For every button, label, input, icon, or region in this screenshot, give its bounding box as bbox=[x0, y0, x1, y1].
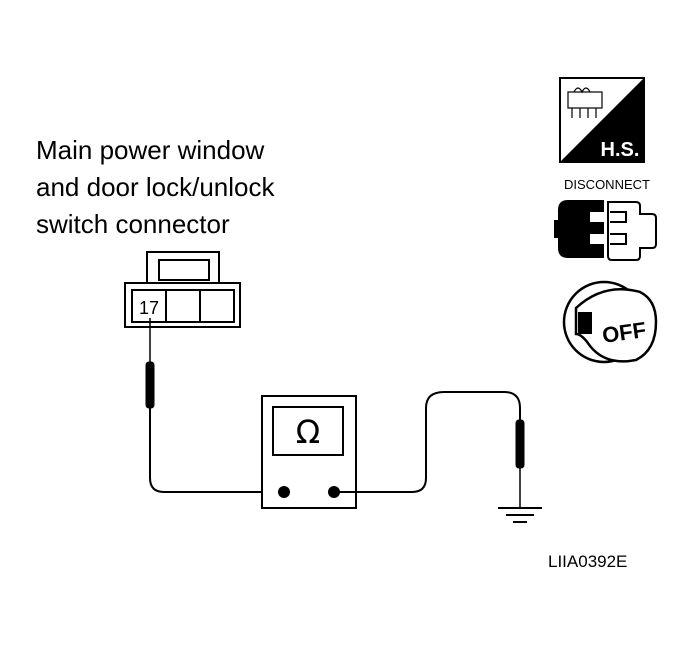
ohm-symbol: Ω bbox=[296, 413, 320, 451]
disconnect-label: DISCONNECT bbox=[564, 177, 650, 192]
left-lead-wire bbox=[149, 416, 284, 493]
title-line-2: and door lock/unlock bbox=[36, 172, 275, 202]
ohmmeter bbox=[261, 395, 357, 509]
meter-terminal-left bbox=[278, 486, 290, 498]
ground-symbol bbox=[498, 507, 542, 523]
terminal-17-label: 17 bbox=[139, 298, 159, 318]
title-line-1: Main power window bbox=[36, 135, 265, 165]
ignition-off-icon bbox=[562, 280, 658, 364]
title-line-3: switch connector bbox=[36, 209, 230, 239]
ignition-off-label: OFF bbox=[601, 317, 648, 348]
hs-label: H.S. bbox=[601, 139, 640, 161]
right-lead-wire bbox=[334, 391, 521, 493]
figure-code: LIIA0392E bbox=[548, 552, 628, 571]
connector-title: Main power window and door lock/unlock s… bbox=[36, 132, 274, 243]
harness-connector bbox=[124, 251, 241, 328]
hs-icon bbox=[559, 77, 645, 163]
right-probe bbox=[515, 419, 525, 508]
disconnect-icon bbox=[554, 200, 657, 261]
left-probe bbox=[145, 318, 155, 418]
